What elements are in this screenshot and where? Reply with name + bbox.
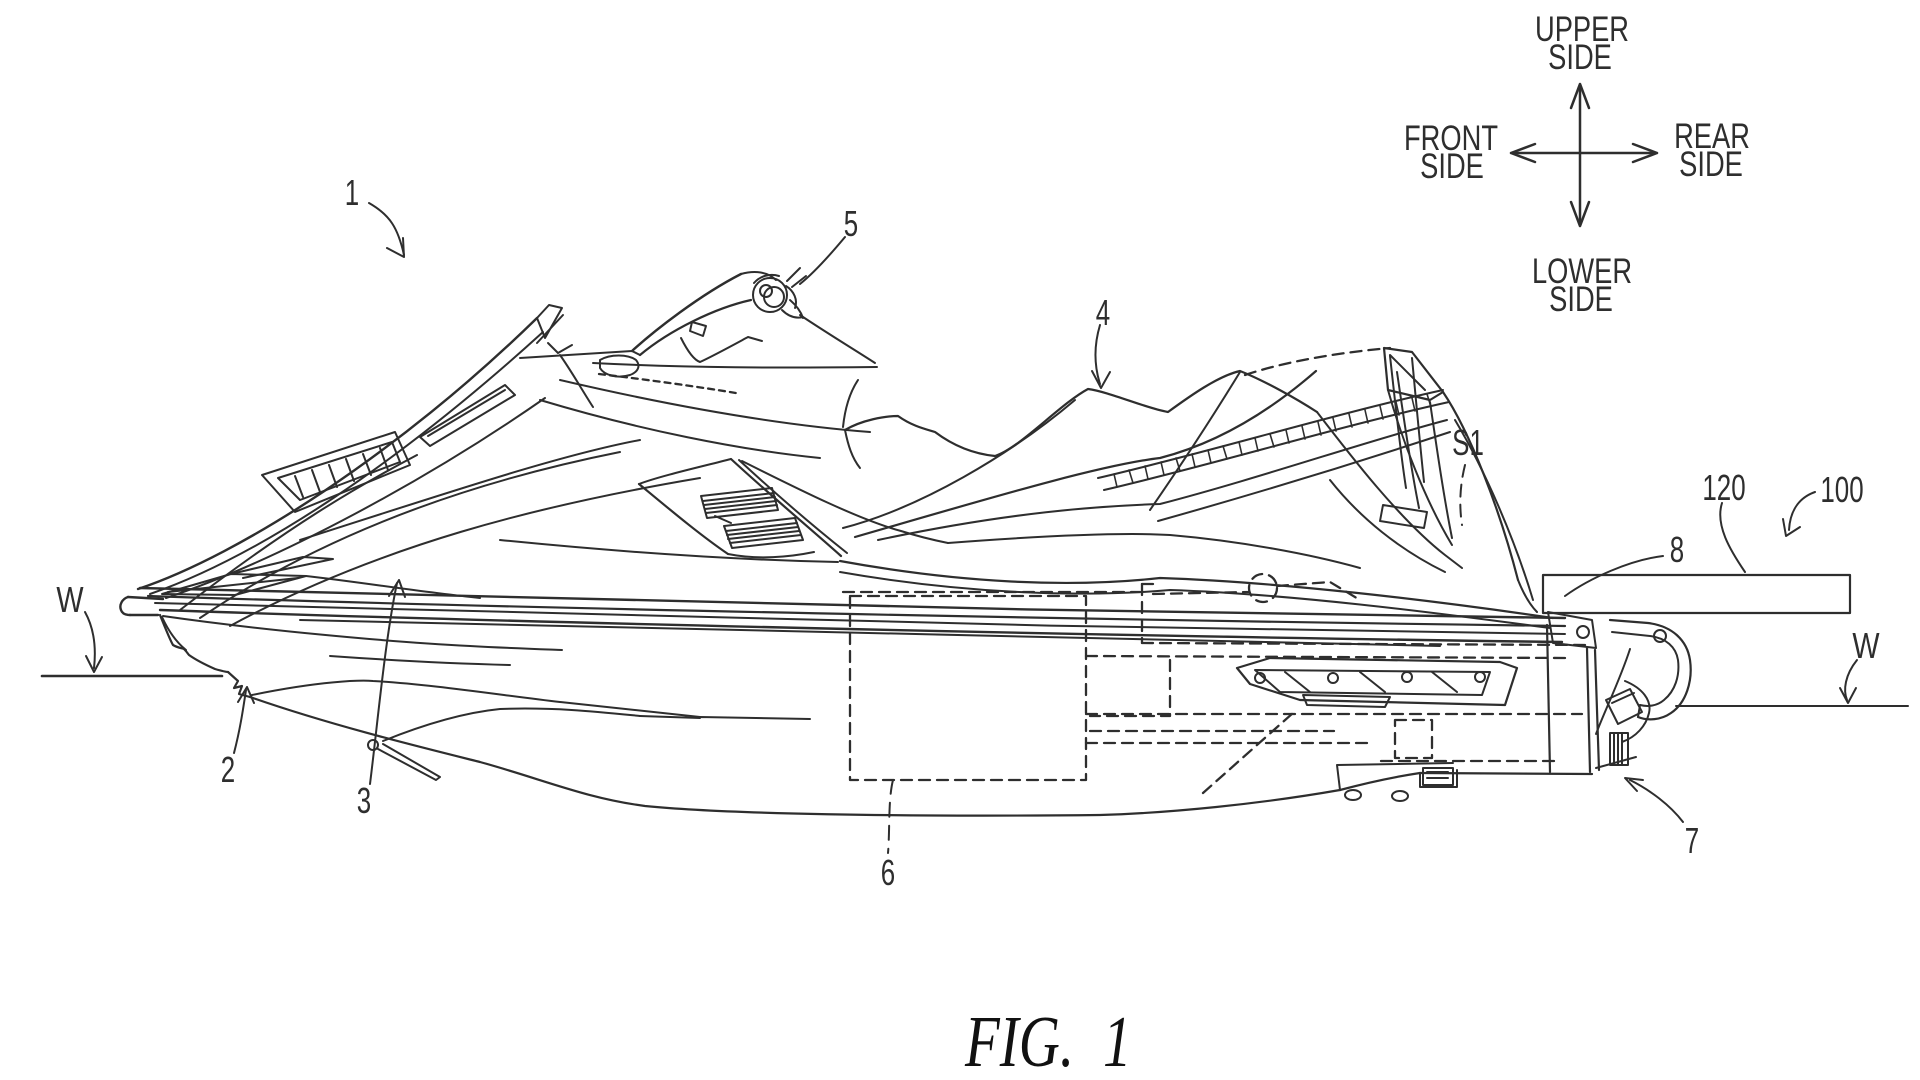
svg-text:SIDE: SIDE <box>1548 38 1612 77</box>
svg-text:7: 7 <box>1685 821 1699 861</box>
svg-text:SIDE: SIDE <box>1420 147 1484 186</box>
svg-text:5: 5 <box>844 204 858 244</box>
svg-text:W: W <box>56 579 83 620</box>
svg-text:2: 2 <box>221 750 235 790</box>
svg-text:1: 1 <box>1103 1002 1131 1080</box>
svg-text:S1: S1 <box>1452 423 1484 463</box>
svg-text:100: 100 <box>1820 470 1863 510</box>
svg-text:W: W <box>1852 625 1879 666</box>
svg-text:FIG.: FIG. <box>964 1002 1074 1080</box>
svg-text:3: 3 <box>357 781 371 821</box>
svg-text:REAR: REAR <box>1674 117 1750 156</box>
svg-text:120: 120 <box>1702 468 1745 508</box>
svg-text:SIDE: SIDE <box>1679 145 1743 184</box>
svg-text:8: 8 <box>1670 530 1684 570</box>
svg-text:UPPER: UPPER <box>1535 10 1629 49</box>
svg-text:1: 1 <box>345 173 359 213</box>
svg-text:4: 4 <box>1096 293 1110 333</box>
svg-text:LOWER: LOWER <box>1532 252 1632 291</box>
svg-text:FRONT: FRONT <box>1404 119 1498 158</box>
svg-text:SIDE: SIDE <box>1549 280 1613 319</box>
svg-text:6: 6 <box>881 853 895 893</box>
